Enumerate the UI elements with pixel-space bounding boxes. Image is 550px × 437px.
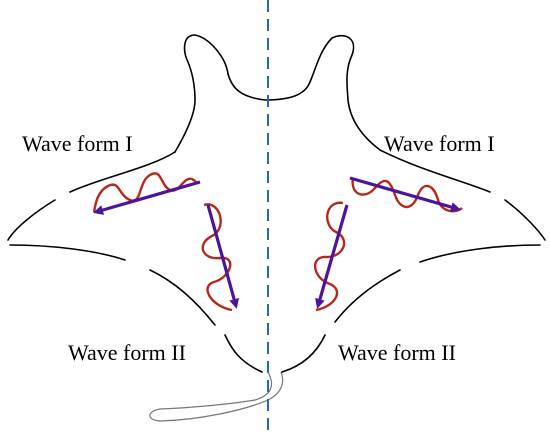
wave-form-1-label-right: Wave form I: [384, 131, 495, 156]
wave-form-1-label-left: Wave form I: [22, 131, 133, 156]
wave-curve: [314, 201, 346, 312]
body-outline: [7, 34, 546, 373]
wave-curve: [201, 203, 233, 312]
propagation-arrow: [315, 204, 349, 309]
propagation-arrow: [93, 180, 201, 215]
wave-arrow-left-2: [201, 203, 239, 312]
wave-form-2-label-right: Wave form II: [338, 340, 456, 365]
wave-arrow-right-2: [314, 201, 349, 312]
tail-outline: [149, 371, 284, 422]
wave-form-2-label-left: Wave form II: [68, 340, 186, 365]
propagation-arrow: [349, 176, 461, 212]
propagation-arrow: [206, 204, 239, 309]
wave-curve: [92, 172, 197, 213]
wave-arrow-left-1: [92, 172, 201, 215]
wave-arrow-right-1: [349, 176, 463, 213]
